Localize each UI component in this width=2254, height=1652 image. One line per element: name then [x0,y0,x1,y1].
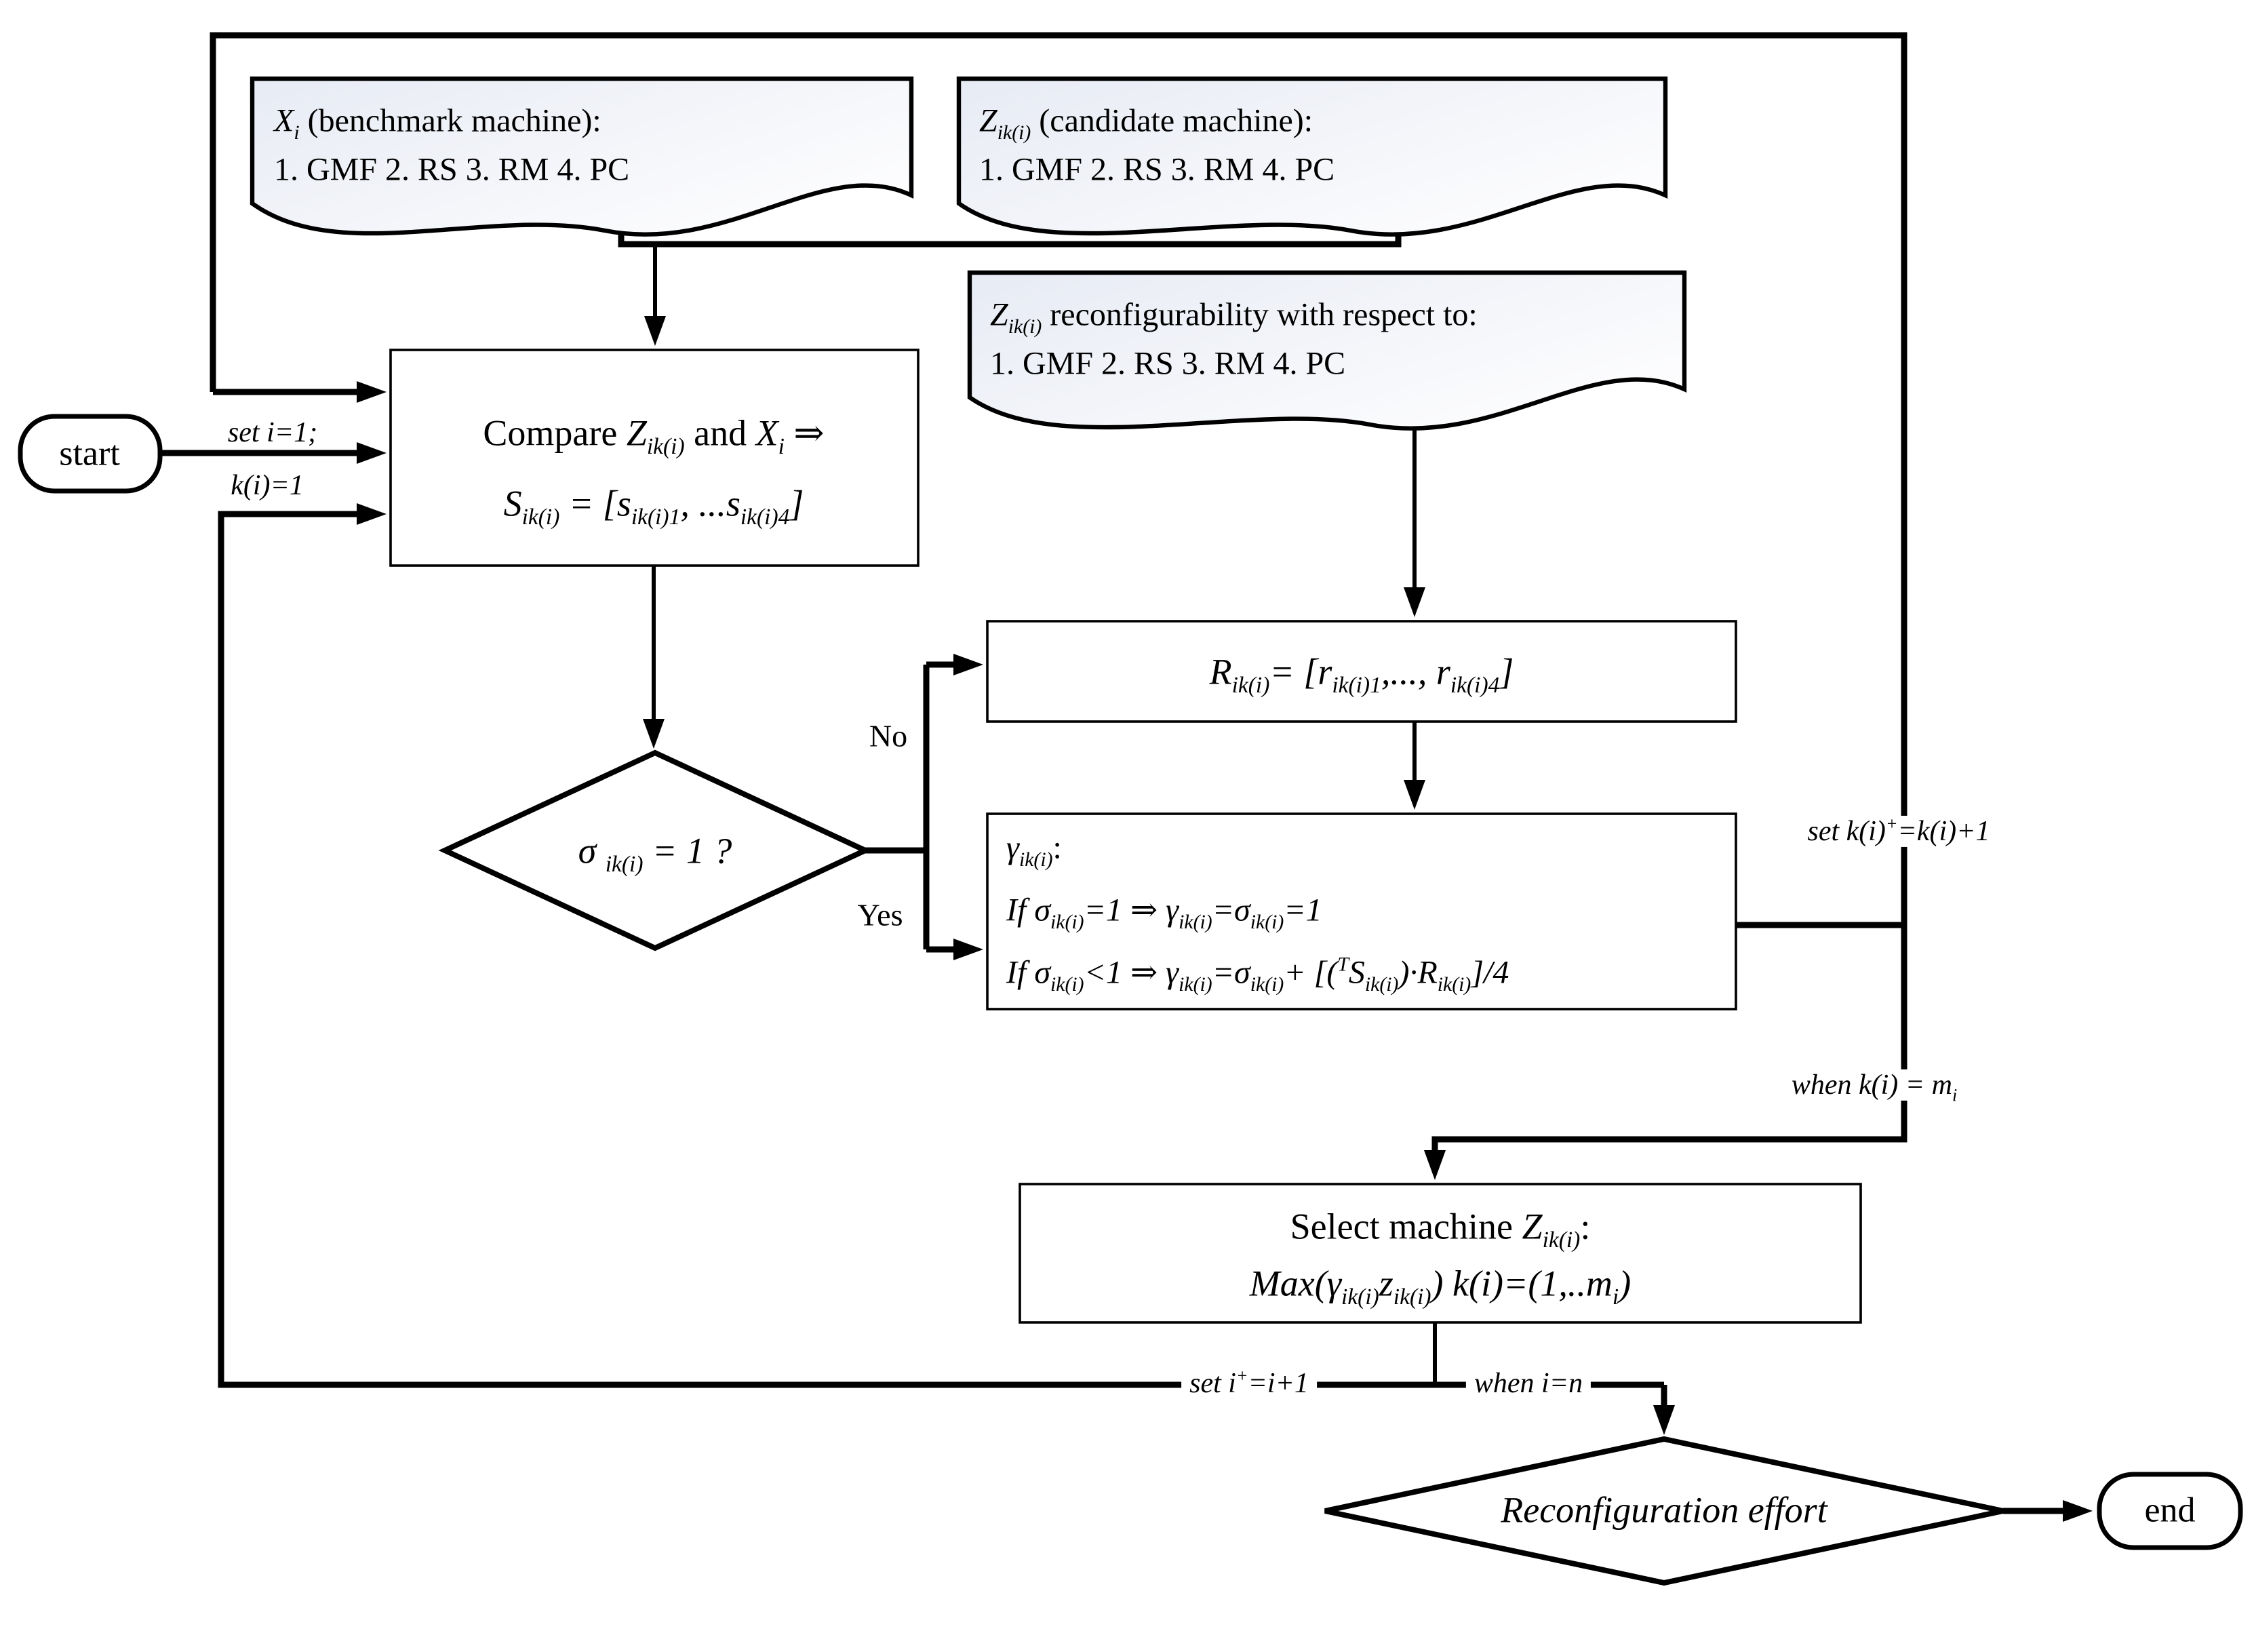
select-box-shape [1019,1183,1862,1324]
edge-label-when-k: when k(i) = mi [1783,1069,1966,1103]
edge-label-set-i: set i=1; [227,415,318,448]
start-label: start [59,433,120,473]
r-vector-box-shape [986,620,1737,723]
edge-label-set-k-plus: set k(i)+=k(i)+1 [1799,814,1998,848]
doc-benchmark-shape [250,76,914,237]
reconfiguration-label: Reconfiguration effort [1501,1489,1827,1531]
gamma-line3: If σik(i)<1 ⇒ γik(i)=σik(i)+ [(TSik(i))·… [1006,954,1509,997]
edge-label-k-i: k(i)=1 [231,468,304,501]
doc-reconfigurability-line2: 1. GMF 2. RS 3. RM 4. PC [990,347,1346,382]
gamma-box-shape [986,812,1737,1010]
compare-line2: Sik(i) = [sik(i)1, ...sik(i)4] [503,483,804,530]
edge-label-when-i: when i=n [1465,1367,1591,1400]
start-node-shape [18,414,163,494]
doc-reconfigurability-line1: Zik(i) reconfigurability with respect to… [990,298,1478,339]
loop-i-connector [218,503,1664,1388]
end-label: end [2144,1490,2196,1530]
doc-benchmark-line2: 1. GMF 2. RS 3. RM 4. PC [274,153,630,189]
edge-label-set-i-plus: set i+=i+1 [1181,1366,1317,1400]
compare-box-shape [389,349,920,567]
gamma-line1: γik(i): [1006,831,1062,872]
sigma-decision-shape [438,749,872,951]
doc-candidate-line1: Zik(i) (candidate machine): [979,104,1313,145]
doc-reconfigurability-shape [967,270,1687,431]
edge-label-yes: Yes [857,898,903,932]
select-line2: Max(γik(i)zik(i)) k(i)=(1,..mi) [1249,1263,1632,1310]
doc-candidate-shape [956,76,1668,237]
doc-candidate-line2: 1. GMF 2. RS 3. RM 4. PC [979,153,1335,189]
reconfiguration-diamond-shape [1324,1436,2004,1586]
compare-line1: Compare Zik(i) and Xi ⇒ [483,412,825,460]
r-vector-label: Rik(i)= [rik(i)1,..., rik(i)4] [1209,651,1514,699]
select-line1: Select machine Zik(i): [1290,1206,1591,1253]
edge-label-no: No [869,719,908,753]
doc-benchmark-line1: Xi (benchmark machine): [274,104,601,145]
sigma-decision-label: σ ik(i) = 1 ? [578,830,732,878]
end-node-shape [2097,1472,2243,1550]
gamma-line2: If σik(i)=1 ⇒ γik(i)=σik(i)=1 [1006,893,1322,935]
loop-k-connector [210,32,1907,1180]
